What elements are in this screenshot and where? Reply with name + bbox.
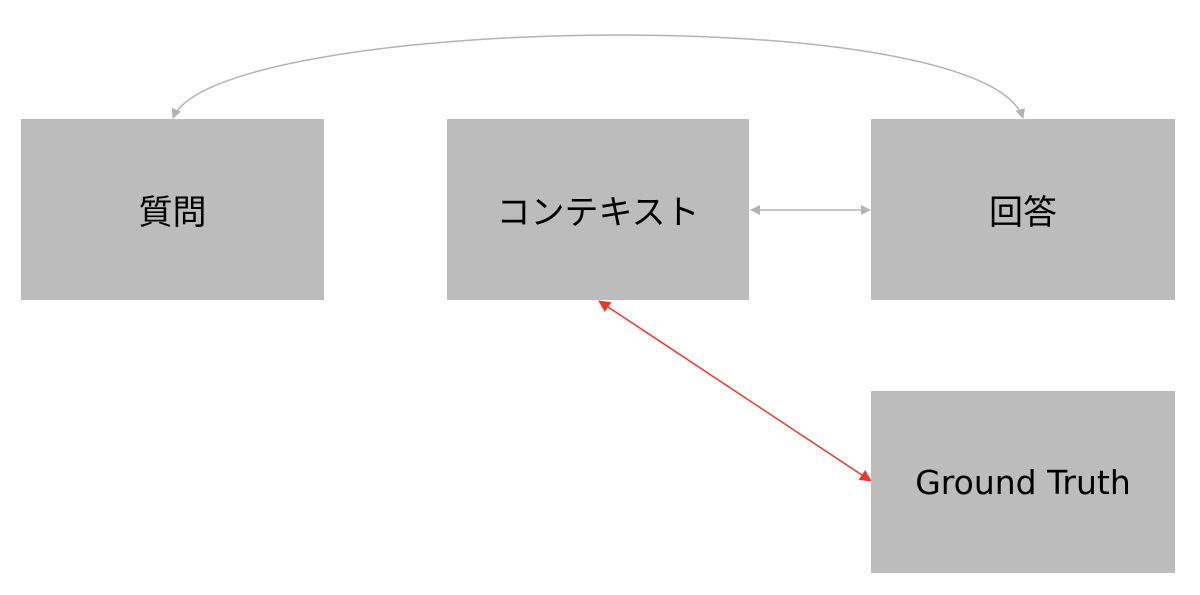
node-ground-truth: Ground Truth [871, 391, 1175, 573]
node-answer-label: 回答 [989, 193, 1057, 233]
node-context: コンテキスト [447, 119, 749, 300]
node-answer: 回答 [871, 119, 1175, 300]
node-context-label: コンテキスト [496, 193, 700, 233]
node-question-label: 質問 [138, 193, 207, 233]
edge-question-answer [171, 34, 1025, 119]
node-question: 質問 [21, 119, 324, 300]
edge-context-groundtruth [598, 300, 872, 482]
node-ground-truth-label: Ground Truth [915, 462, 1131, 502]
